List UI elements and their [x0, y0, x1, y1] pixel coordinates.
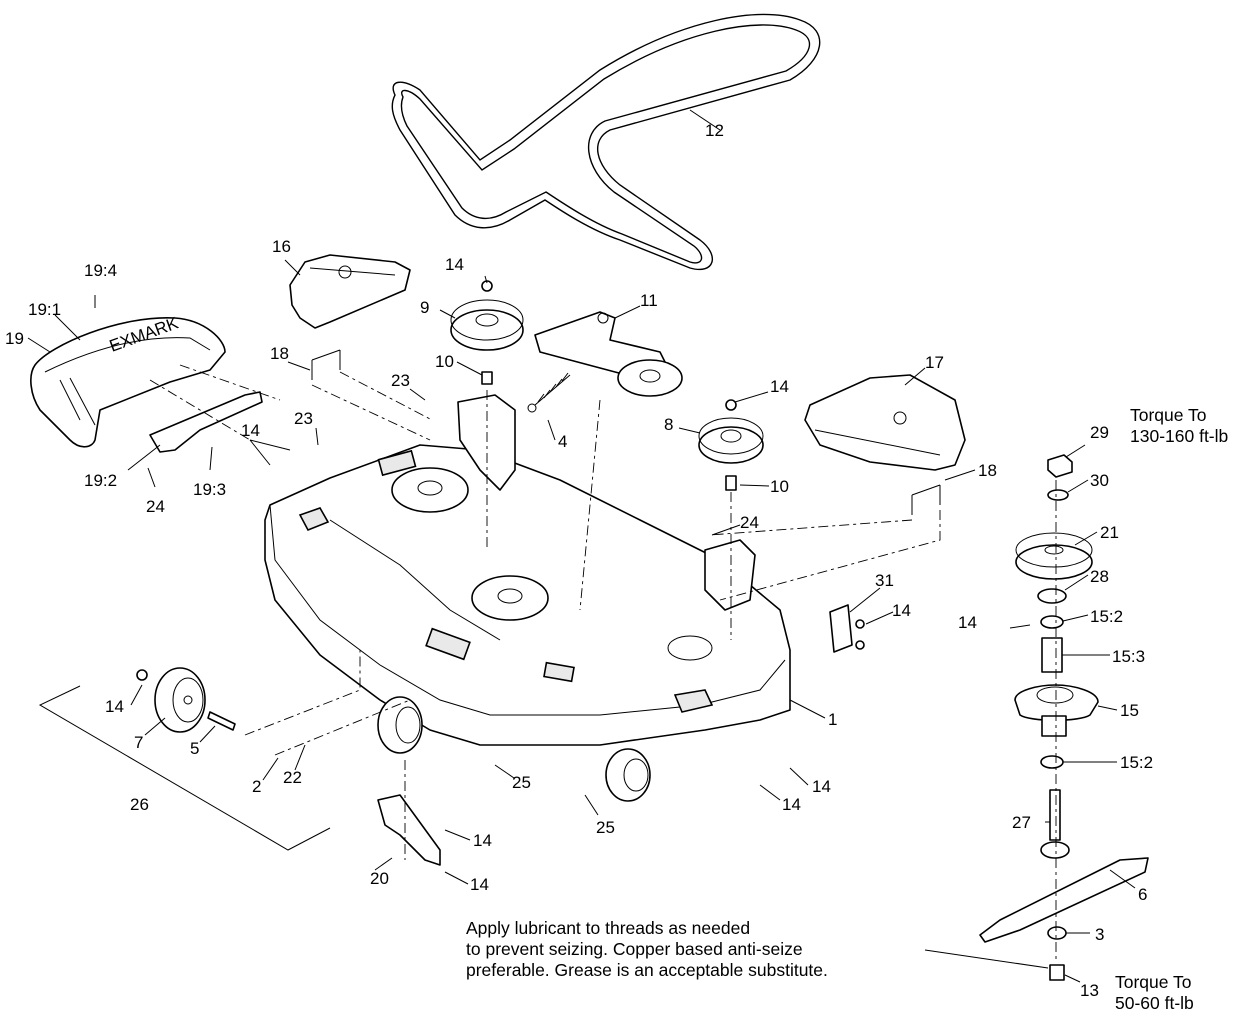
callout-21: 21 [1100, 523, 1119, 542]
kit-bracket-26 [38, 685, 331, 851]
callout-14b: 14 [770, 377, 789, 396]
callout-labels: 12 16 17 9 11 14 10 8 14 10 4 18 18 19 1… [5, 121, 1153, 1000]
callout-18a: 18 [270, 344, 289, 363]
torque-note-top-line2: 130-160 ft-lb [1130, 426, 1229, 446]
callout-14h: 14 [470, 875, 489, 894]
callout-7: 7 [134, 733, 143, 752]
alignment-lines [149, 364, 1057, 962]
callout-19: 19 [5, 329, 24, 348]
bracket-plate-31 [829, 604, 865, 653]
callout-3: 3 [1095, 925, 1104, 944]
callout-10a: 10 [435, 352, 454, 371]
mower-deck [264, 444, 791, 746]
lubricant-note: Apply lubricant to threads as needed to … [466, 918, 828, 981]
lubricant-note-line1: Apply lubricant to threads as needed [466, 918, 751, 938]
bolts-18 [311, 349, 941, 515]
callout-10b: 10 [770, 477, 789, 496]
idler-arm [534, 311, 683, 397]
callout-19-4: 19:4 [84, 261, 117, 280]
callout-11: 11 [640, 291, 658, 310]
callout-16: 16 [272, 237, 291, 256]
callout-19-1: 19:1 [28, 300, 61, 319]
torque-note-top: Torque To 130-160 ft-lb [1130, 405, 1228, 447]
callout-30: 30 [1090, 471, 1109, 490]
callout-22: 22 [283, 768, 302, 787]
callout-13: 13 [1080, 981, 1099, 1000]
leader-lines [27, 109, 1136, 983]
callout-14e: 14 [812, 777, 831, 796]
torque-note-top-line1: Torque To [1130, 405, 1207, 425]
torque-note-bottom: Torque To 50-60 ft-lb [1115, 972, 1194, 1014]
callout-15-3: 15:3 [1112, 647, 1145, 666]
callout-26: 26 [130, 795, 149, 814]
callout-14g: 14 [473, 831, 492, 850]
belt-cover-right [804, 374, 966, 471]
callout-27: 27 [1012, 813, 1031, 832]
callout-14i: 14 [105, 697, 124, 716]
callout-19-3: 19:3 [193, 480, 226, 499]
torque-note-bottom-line2: 50-60 ft-lb [1115, 993, 1194, 1013]
lubricant-note-line3: preferable. Grease is an acceptable subs… [466, 960, 828, 980]
callout-5: 5 [190, 739, 199, 758]
torque-note-bottom-line1: Torque To [1115, 972, 1192, 992]
callout-9: 9 [420, 298, 429, 317]
callout-31: 31 [875, 571, 894, 590]
callout-28: 28 [1090, 567, 1109, 586]
callout-14j: 14 [958, 613, 977, 632]
belt-cover-left [289, 254, 411, 329]
idler-pulley-8 [698, 399, 764, 491]
callout-25b: 25 [596, 818, 615, 837]
callout-6: 6 [1138, 885, 1147, 904]
callout-14c: 14 [241, 421, 260, 440]
discharge-bracket [149, 391, 263, 453]
callout-23a: 23 [391, 371, 410, 390]
callout-14f: 14 [782, 795, 801, 814]
callout-15-2b: 15:2 [1120, 753, 1153, 772]
callout-8: 8 [664, 415, 673, 434]
callout-24b: 24 [740, 513, 759, 532]
callout-17: 17 [925, 353, 944, 372]
callout-15-2a: 15:2 [1090, 607, 1123, 626]
callout-15: 15 [1120, 701, 1139, 720]
callout-23b: 23 [294, 409, 313, 428]
idler-bracket [457, 394, 756, 611]
spindle-assembly [979, 454, 1149, 981]
callout-25a: 25 [512, 773, 531, 792]
deck-belt [391, 13, 821, 271]
caster-wheel-front [136, 667, 236, 733]
tension-spring [527, 372, 571, 413]
callout-18b: 18 [978, 461, 997, 480]
callout-12: 12 [705, 121, 724, 140]
callout-19-2: 19:2 [84, 471, 117, 490]
callout-20: 20 [370, 869, 389, 888]
deflector-20 [377, 794, 441, 866]
anti-scalp-wheels [377, 696, 651, 802]
idler-pulley-9 [450, 280, 524, 385]
callout-14a: 14 [445, 255, 464, 274]
callout-1: 1 [828, 710, 837, 729]
callout-24a: 24 [146, 497, 165, 516]
callout-4: 4 [558, 432, 567, 451]
callout-29: 29 [1090, 423, 1109, 442]
callout-14d: 14 [892, 601, 911, 620]
callout-2: 2 [252, 777, 261, 796]
lubricant-note-line2: to prevent seizing. Copper based anti-se… [466, 939, 803, 959]
